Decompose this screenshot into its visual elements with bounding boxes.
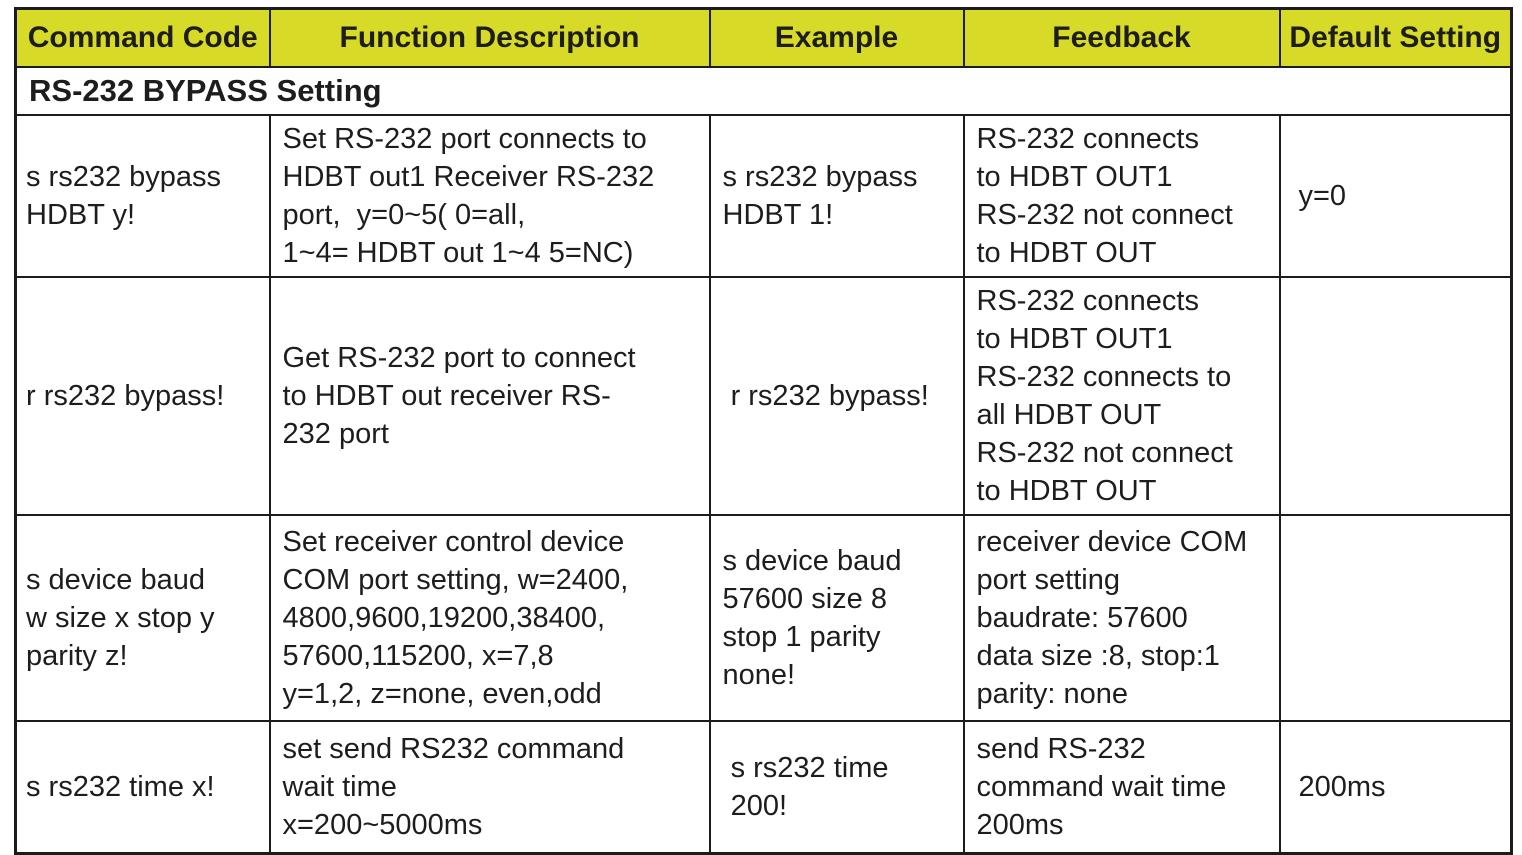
- header-cell-default-setting: Default Setting: [1278, 7, 1513, 68]
- cell-feedback: RS-232 connects to HDBT OUT1 RS-232 conn…: [962, 275, 1281, 516]
- cell-function-description: Get RS-232 port to connect to HDBT out r…: [268, 275, 711, 516]
- cell-command: r rs232 bypass!: [14, 275, 271, 516]
- cell-example: s rs232 time 200!: [708, 719, 965, 855]
- cell-example: s device baud 57600 size 8 stop 1 parity…: [708, 513, 965, 722]
- table-header-row: Command Code Function Description Exampl…: [14, 7, 1513, 68]
- cell-feedback: RS-232 connects to HDBT OUT1 RS-232 not …: [962, 113, 1281, 278]
- cell-function-description: Set RS-232 port connects to HDBT out1 Re…: [268, 113, 711, 278]
- table-row: s rs232 time x! set send RS232 command w…: [14, 719, 1513, 855]
- cell-default-setting: [1278, 513, 1513, 722]
- header-cell-command-code: Command Code: [14, 7, 271, 68]
- cell-command: s rs232 bypass HDBT y!: [14, 113, 271, 278]
- table-row: s rs232 bypass HDBT y! Set RS-232 port c…: [14, 113, 1513, 278]
- cell-function-description: Set receiver control device COM port set…: [268, 513, 711, 722]
- cell-function-description: set send RS232 command wait time x=200~5…: [268, 719, 711, 855]
- cell-feedback: send RS-232 command wait time 200ms: [962, 719, 1281, 855]
- table-row: s device baud w size x stop y parity z! …: [14, 513, 1513, 722]
- cell-feedback: receiver device COM port setting baudrat…: [962, 513, 1281, 722]
- section-row: RS-232 BYPASS Setting: [14, 65, 1513, 116]
- header-cell-example: Example: [708, 7, 965, 68]
- header-cell-feedback: Feedback: [962, 7, 1281, 68]
- cell-default-setting: y=0: [1278, 113, 1513, 278]
- cell-command: s device baud w size x stop y parity z!: [14, 513, 271, 722]
- cell-default-setting: 200ms: [1278, 719, 1513, 855]
- cell-example: s rs232 bypass HDBT 1!: [708, 113, 965, 278]
- table-row: r rs232 bypass! Get RS-232 port to conne…: [14, 275, 1513, 516]
- rs232-command-table: Command Code Function Description Exampl…: [14, 7, 1513, 855]
- header-cell-function-description: Function Description: [268, 7, 711, 68]
- cell-default-setting: [1278, 275, 1513, 516]
- cell-example: r rs232 bypass!: [708, 275, 965, 516]
- cell-command: s rs232 time x!: [14, 719, 271, 855]
- section-title: RS-232 BYPASS Setting: [14, 65, 1513, 116]
